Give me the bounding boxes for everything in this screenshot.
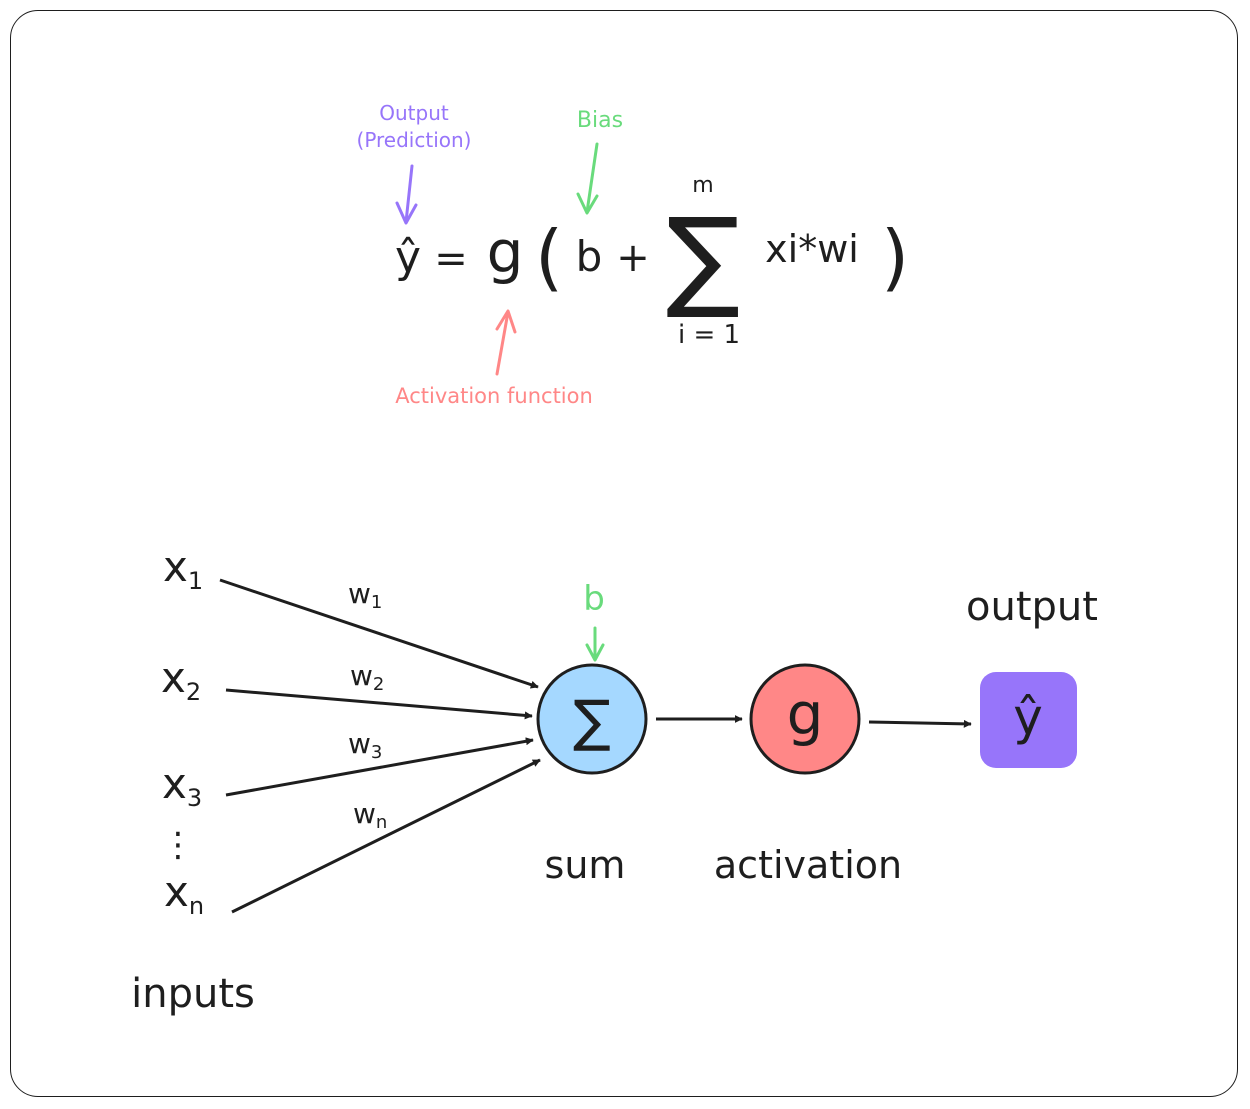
weight-w1-base: w [348,577,371,610]
bias-arrowhead [585,643,605,662]
svg-text:w1: w1 [348,577,382,613]
svg-text:w3: w3 [348,727,382,763]
formula: ŷ = g ( b + ∑ m i = 1 xi*wi ) [395,173,909,350]
formula-y-hat: ŷ [395,232,421,283]
annotation-bias: Bias [576,108,623,215]
formula-lower-limit: i = 1 [678,320,740,350]
svg-text:x1: x1 [163,542,203,595]
annotation-bias-arrowhead [576,192,599,215]
edge-xn-sum [231,758,541,914]
annotation-output: Output (Prediction) [357,101,472,225]
svg-text:x2: x2 [161,653,201,706]
formula-sum-term: xi*wi [765,227,859,271]
input-xn: xn [164,867,204,920]
input-x1-base: x [163,542,188,591]
annotation-activation-label: Activation function [395,384,593,408]
weight-w1: w1 [348,577,382,613]
weight-w2-base: w [350,659,373,692]
weight-w3-base: w [348,727,371,760]
annotation-output-arrow [404,164,414,224]
edge-x1-sum [219,578,539,689]
annotation-activation: Activation function [395,309,593,408]
input-x1-sub: 1 [188,567,203,595]
output-node: ŷ [980,672,1077,768]
output-node-symbol: ŷ [1013,688,1043,746]
annotation-activation-arrow [495,310,510,376]
formula-bias-b: b [576,232,603,281]
input-x2-base: x [161,653,186,702]
edge-x3-sum [225,737,534,797]
annotation-bias-arrow [585,142,599,214]
formula-activation-g: g [487,218,524,286]
input-vdots: ⋮ [161,825,195,865]
weight-wn-sub: n [376,812,387,833]
input-x3-base: x [162,759,187,808]
activation-node-circle [749,663,861,775]
annotation-output-line2: (Prediction) [357,128,472,152]
formula-plus: + [616,235,650,281]
formula-close-paren: ) [881,215,909,299]
formula-sigma: ∑ [666,194,740,322]
weight-w3-sub: 3 [371,742,382,763]
input-x2-sub: 2 [186,678,201,706]
diagram-frame [10,10,1238,1097]
input-x2: x2 [161,653,201,706]
weight-w2: w2 [350,659,384,695]
activation-node-symbol: g [787,680,824,748]
weight-w2-sub: 2 [373,674,384,695]
annotation-output-line1: Output [379,101,449,125]
input-xn-base: x [164,867,189,916]
label-sum: sum [545,843,626,887]
bias-node-label: b [583,579,605,619]
input-x3: x3 [162,759,202,812]
activation-node: g [749,663,861,775]
weight-wn-base: w [353,797,376,830]
annotation-activation-arrowhead [495,309,517,334]
annotation-output-arrowhead [395,201,418,225]
svg-text:w2: w2 [350,659,384,695]
weight-w3: w3 [348,727,382,763]
input-xn-sub: n [189,892,204,920]
label-inputs: inputs [131,971,255,1017]
formula-equals: = [434,236,468,282]
label-output: output [966,584,1098,630]
svg-text:wn: wn [353,797,387,833]
formula-upper-limit: m [692,173,713,198]
edge-activation-output [868,719,972,728]
input-x1: x1 [163,542,203,595]
sum-node: ∑ [536,663,648,775]
svg-text:xn: xn [164,867,204,920]
weight-wn: wn [353,797,387,833]
svg-text:x3: x3 [162,759,202,812]
formula-open-paren: ( [535,215,563,299]
input-x3-sub: 3 [187,784,202,812]
weight-w1-sub: 1 [371,592,382,613]
sum-node-circle [536,663,648,775]
edge-x2-sum [225,688,533,720]
annotation-bias-label: Bias [577,108,623,133]
output-node-box [980,672,1077,768]
sum-node-symbol: ∑ [573,689,611,754]
label-activation: activation [714,843,902,887]
